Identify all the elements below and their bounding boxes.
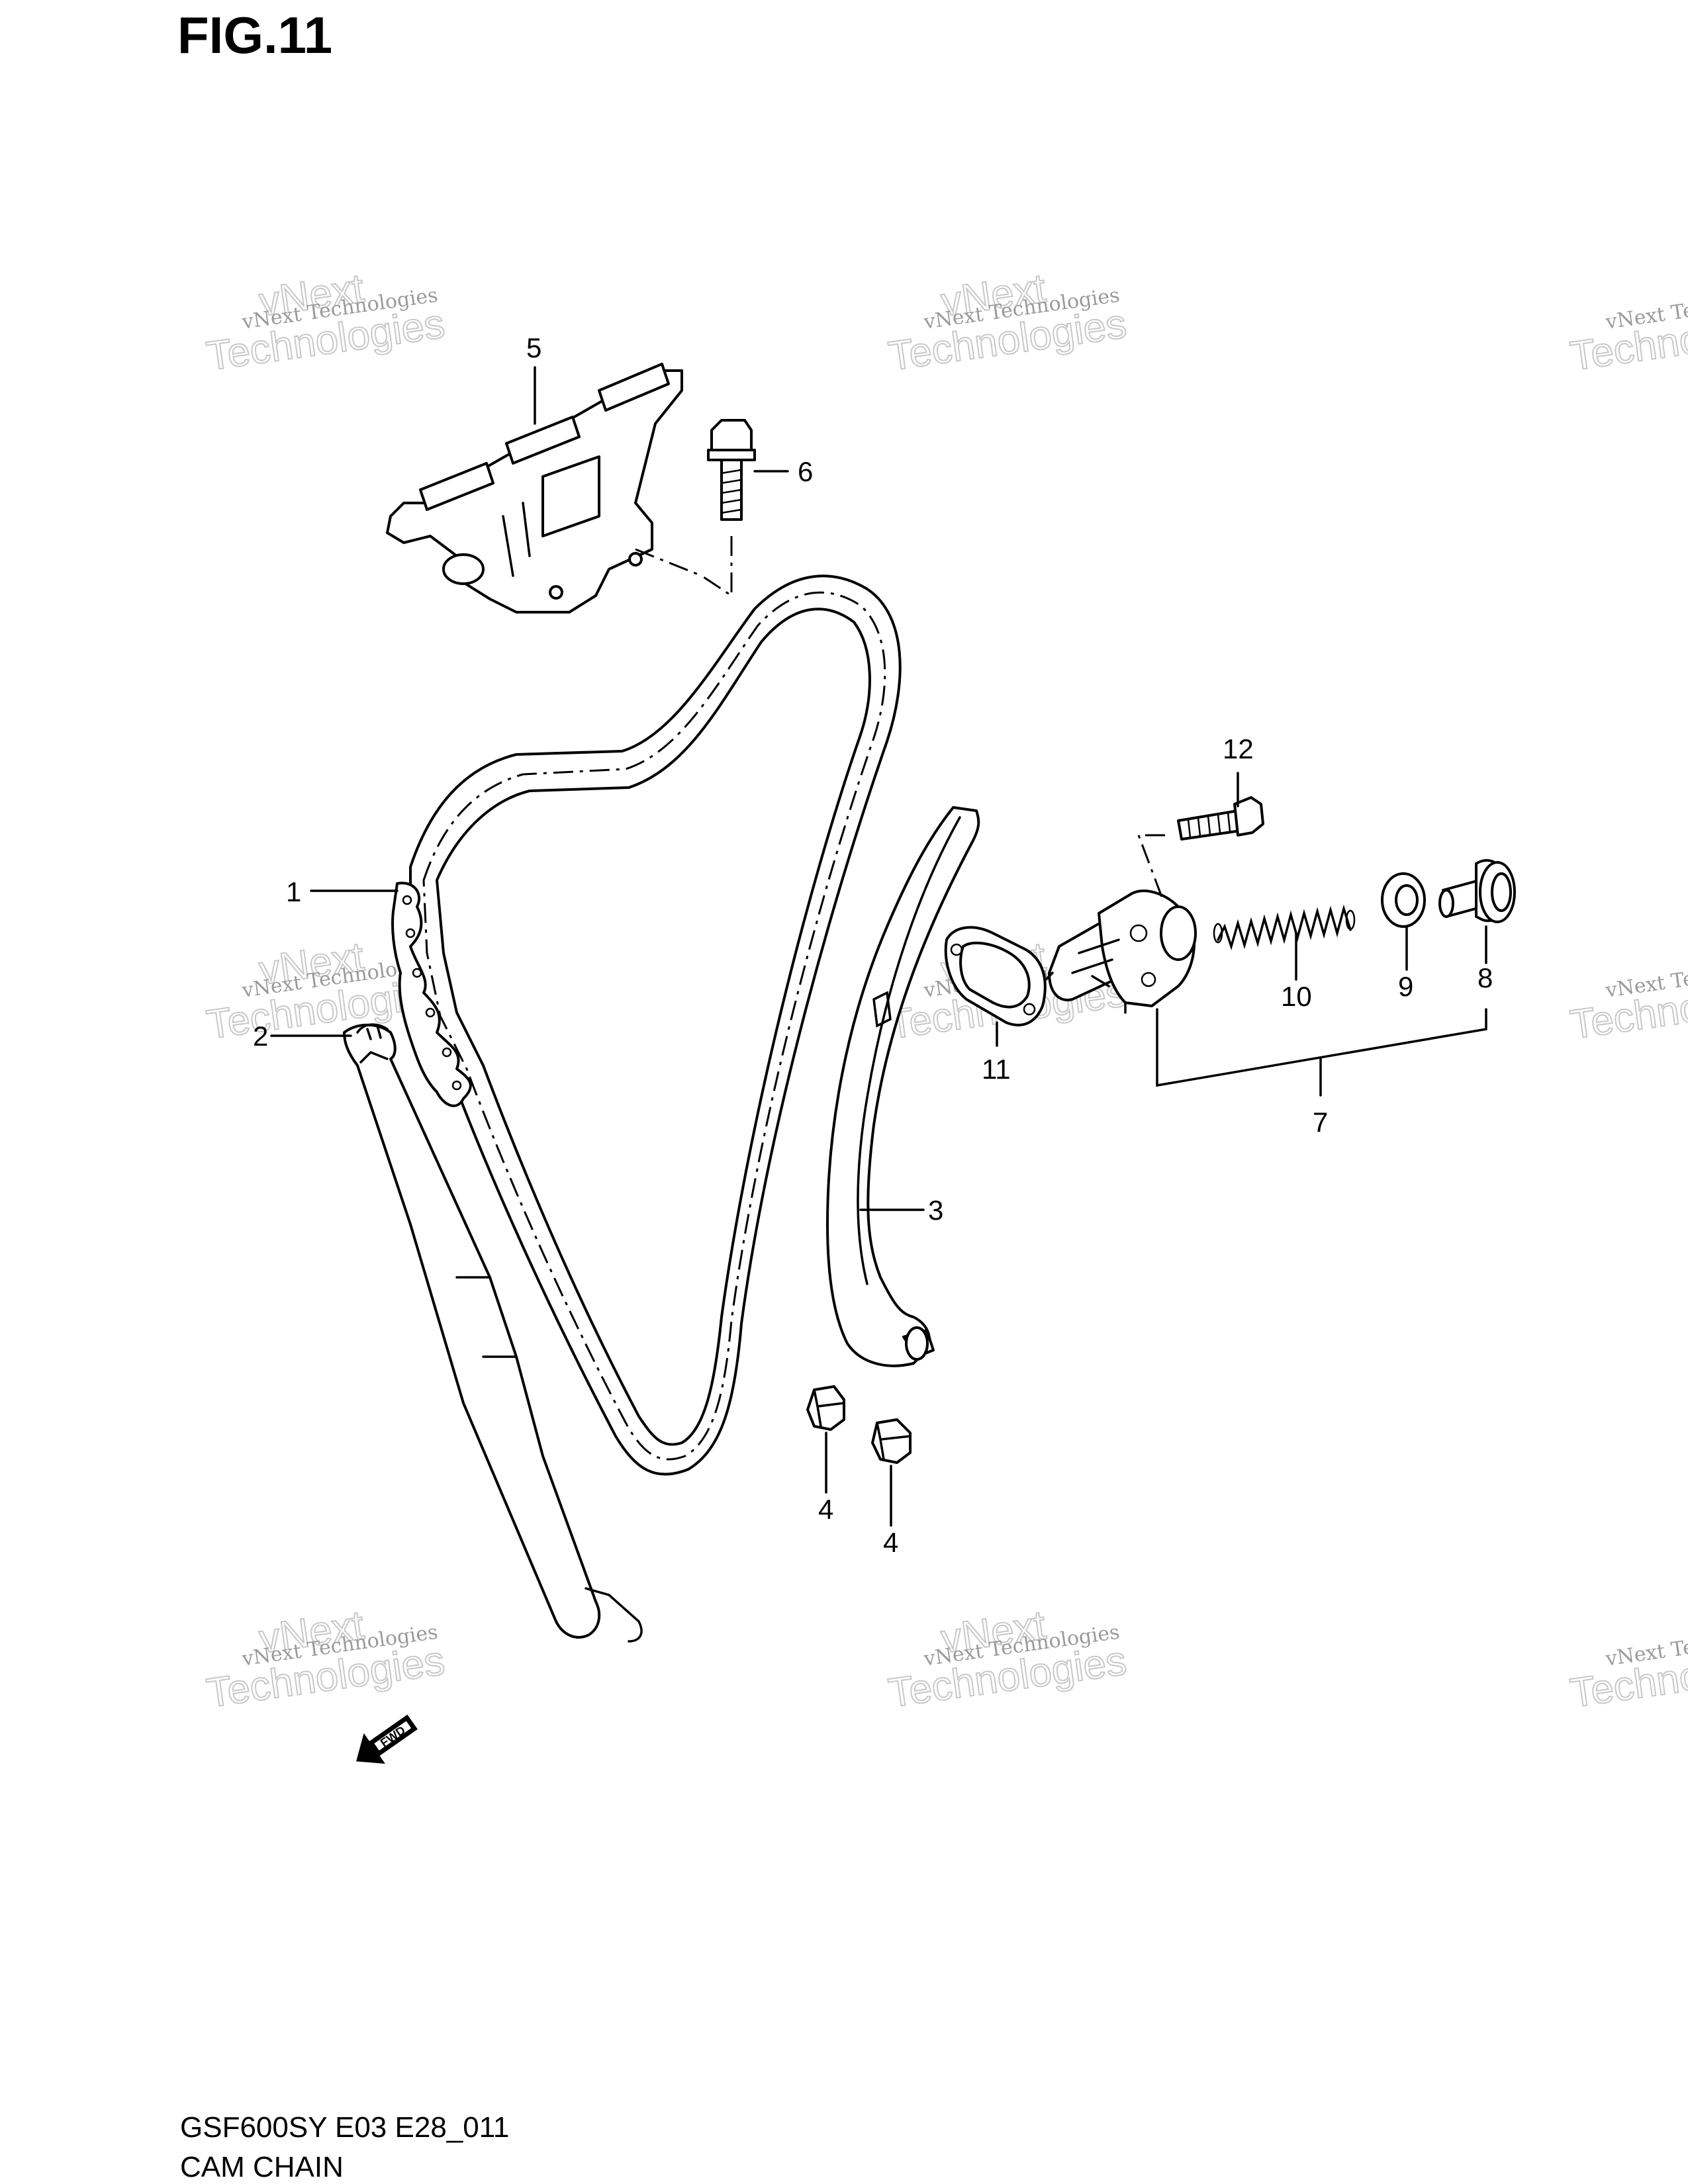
watermark-top-left: Technologies vNext vNext Technologies: [203, 265, 448, 380]
fwd-arrow-icon: FWD: [356, 1714, 418, 1764]
part-4-damper-b: [871, 1418, 912, 1464]
cam-chain-loop: [391, 574, 902, 1476]
part-4-damper-a: [806, 1385, 845, 1431]
callout-labels: 1 2 3 4 4 5 6 7 8 9 10 11 12: [253, 332, 1493, 1558]
watermark-bottom-right: Technologies vNext Technologies: [1567, 1621, 1688, 1717]
watermark-top-right: Technologies vNext Technologies: [1567, 284, 1688, 381]
part-11-gasket: [944, 926, 1047, 1026]
callout-7: 7: [1313, 1107, 1328, 1138]
part-2-cam-chain-guide-front: [343, 1023, 643, 1643]
callout-10: 10: [1281, 981, 1312, 1012]
leader-lines: [270, 366, 1487, 1527]
callout-2: 2: [253, 1021, 268, 1052]
watermark-bottom-center: Technologies vNext vNext Technologies: [885, 1602, 1130, 1717]
part-10-spring: [1213, 904, 1356, 950]
callout-11: 11: [982, 1054, 1011, 1085]
figure-title: FIG.11: [177, 6, 333, 64]
part-7-cam-chain-tensioner-assy: [1045, 889, 1197, 1014]
watermark-top-center: Technologies vNext vNext Technologies: [885, 265, 1130, 380]
part-6-bolt: [635, 419, 756, 598]
part-12-bolt: [1137, 796, 1264, 897]
callout-9: 9: [1398, 971, 1413, 1002]
figure-code: GSF600SY E03 E28_011: [180, 2111, 510, 2144]
callout-12: 12: [1223, 733, 1254, 764]
callout-6: 6: [798, 456, 813, 487]
part-8-plug: [1438, 859, 1516, 923]
callout-4b: 4: [883, 1527, 898, 1558]
part-9-washer: [1381, 872, 1426, 928]
part-3-cam-chain-tensioner-guide: [826, 806, 980, 1367]
callout-1: 1: [286, 876, 301, 907]
watermark-middle-right: Technologies vNext Technologies: [1567, 952, 1688, 1049]
callout-8: 8: [1477, 962, 1493, 993]
callout-5: 5: [526, 332, 541, 363]
callout-4a: 4: [818, 1494, 833, 1525]
callout-3: 3: [928, 1195, 943, 1226]
figure-name: CAM CHAIN: [180, 2151, 344, 2183]
watermark-bottom-left: Technologies vNext vNext Technologies: [203, 1602, 448, 1717]
leader-7: [1156, 1008, 1487, 1097]
part-5-cam-chain-guide-upper: [386, 363, 683, 614]
